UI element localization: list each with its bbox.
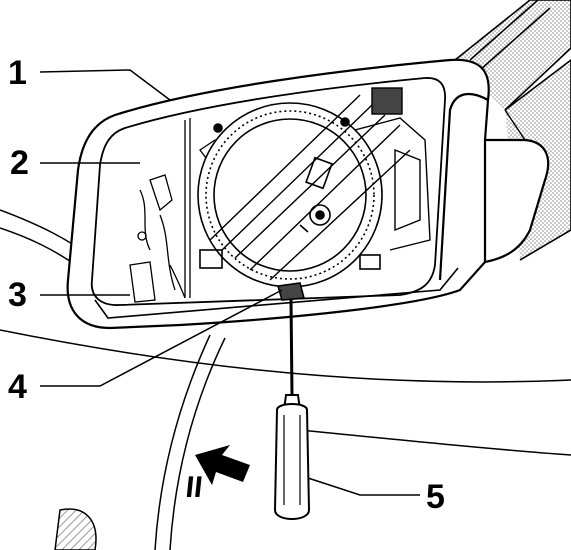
callout-2: 2 [8, 144, 31, 182]
wiring-harness [129, 118, 231, 303]
leader-1 [39, 69, 171, 101]
glass-reflection [209, 94, 411, 281]
housing-internals [354, 87, 431, 251]
callout-4: 4 [6, 368, 29, 406]
leader-5 [307, 477, 420, 496]
housing-bottom-lip [94, 267, 459, 319]
direction-marker: II [184, 471, 204, 504]
door-body [0, 209, 571, 550]
callout-1: 1 [6, 54, 29, 92]
callout-3: 3 [6, 276, 29, 314]
screwdriver [273, 299, 311, 520]
retaining-clip [276, 282, 306, 301]
leader-lines [39, 69, 420, 496]
direction-arrow: II [184, 445, 250, 504]
callout-5: 5 [424, 478, 447, 516]
leader-4 [40, 289, 283, 387]
adjusting-motor [197, 102, 383, 288]
